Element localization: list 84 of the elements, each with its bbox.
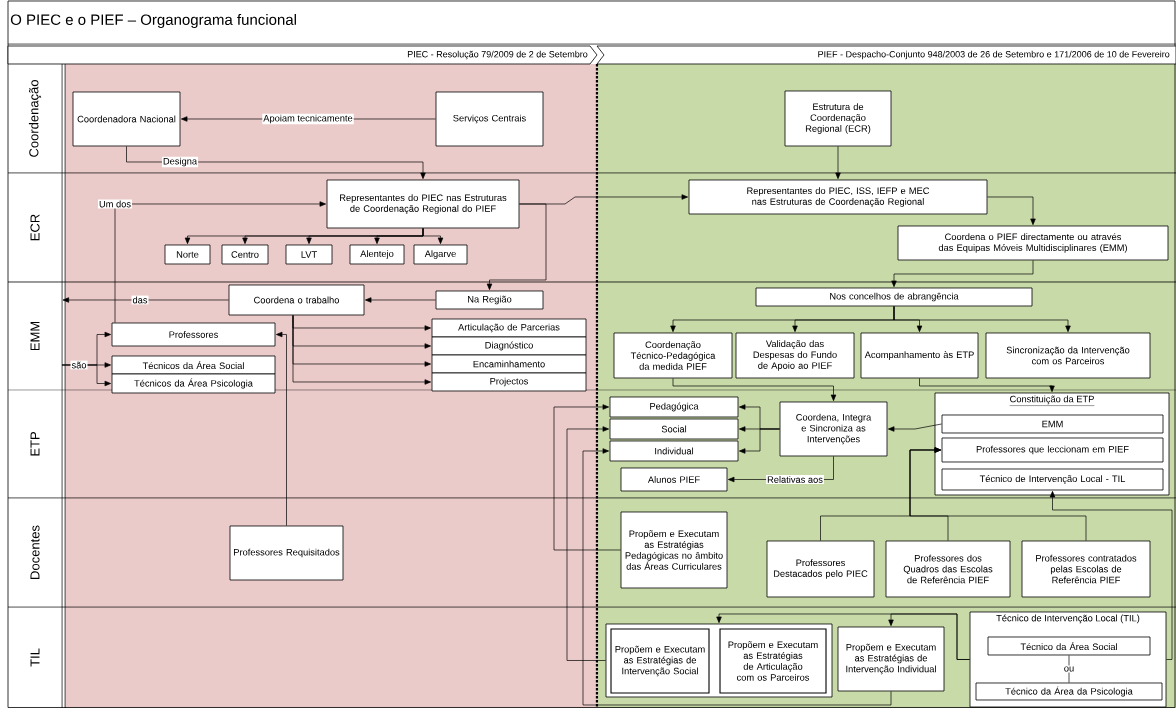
- lane-label: ETP: [30, 432, 40, 456]
- process-box: Professores contratados pelas Escolas de Referência PIEF: [1021, 540, 1151, 598]
- lane-label: Docentes: [30, 525, 40, 579]
- process-box: Encaminhamento: [431, 354, 587, 374]
- arrow: [835, 146, 841, 179]
- process-box: Na Região: [435, 290, 544, 310]
- process-box: Professores que leccionam em PIEF: [941, 437, 1164, 463]
- edge-label: Um dos: [98, 199, 133, 209]
- arrow: [893, 306, 1071, 332]
- arrow: [672, 378, 837, 401]
- arrow: [365, 297, 436, 303]
- process-box: Estrutura de Coordenação Regional (ECR): [784, 90, 892, 147]
- process-box: Técnico da Área da Psicologia: [975, 682, 1163, 701]
- edge-label: Apoiam tecnicamente: [262, 113, 354, 125]
- arrow: [739, 428, 780, 454]
- arrow: [919, 378, 1055, 392]
- process-box: Social: [609, 418, 739, 440]
- arrow: [582, 448, 892, 706]
- process-box: Propõem e Executam as Estratégias de Articulação com os Parceiros: [719, 628, 827, 694]
- arrow: [62, 297, 229, 303]
- process-box: Técnicos da Área Psicologia: [111, 373, 276, 394]
- edge-label: ou: [1062, 665, 1076, 673]
- process-box: Professores Requisitados: [229, 525, 344, 581]
- process-box: Validação das Despesas do Fundo de Apoio ao PIEF: [735, 332, 855, 379]
- arrow: [1049, 491, 1173, 660]
- lane-label: TIL: [30, 648, 40, 667]
- process-box: Norte: [164, 244, 211, 265]
- process-box: Coordenação Técnico-Pedagógica da medida PIEF: [613, 332, 733, 379]
- arrow: [61, 364, 111, 387]
- process-box: EMM: [941, 414, 1164, 434]
- process-box: Propõem e Executam as Estratégias de Intervenção Individual: [837, 626, 945, 692]
- process-box: Coordena, Integra e Sincroniza as Intervenções: [779, 401, 888, 457]
- process-box: Professores dos Quadros das Escolas de Referência PIEF: [885, 540, 1011, 598]
- process-box: Sincronização da Intervenção com os Parceiros: [985, 332, 1151, 379]
- arrow: [891, 260, 1034, 287]
- arrow: [519, 194, 688, 205]
- arrow: [553, 404, 621, 551]
- title: O PIEC e o PIEF – Organograma funcional: [10, 14, 296, 28]
- arrow: [888, 423, 942, 432]
- arrow: [114, 201, 326, 323]
- arrow: [566, 426, 609, 661]
- process-box: Técnicos da Área Social: [111, 355, 276, 375]
- process-box: Diagnóstico: [431, 336, 587, 356]
- arrow: [486, 203, 547, 290]
- process-box: Técnico de Intervenção Local - TIL: [941, 468, 1164, 491]
- arrow: [276, 331, 287, 526]
- process-box: Acompanhamento às ETP: [860, 332, 979, 379]
- process-box: Propõem e Executam as Estratégias Pedagógicas no âmbito das Áreas Curriculares: [620, 511, 728, 589]
- process-box: Coordenadora Nacional: [72, 91, 181, 147]
- process-box: Professores: [111, 322, 276, 347]
- process-box: LVT: [285, 244, 333, 265]
- process-box: Propõem e Executam as Estratégias de Intervenção Social: [610, 628, 710, 694]
- edge-label: são: [70, 360, 88, 370]
- process-box: Representantes do PIEC nas Estruturas de Coordenação Regional do PIEF: [326, 179, 520, 229]
- arrow: [292, 315, 431, 385]
- process-box: Centro: [221, 244, 269, 265]
- process-box: Articulação de Parcerias: [431, 318, 587, 338]
- lane-label: EMM: [30, 321, 40, 351]
- process-box: Individual: [609, 440, 739, 462]
- process-box: Alentejo: [349, 244, 405, 265]
- header-text: PIEF - Despacho-Conjunto 948/2003 de 26 de Setembro e 171/2006 de 10 de Fevereiro: [818, 50, 1170, 60]
- process-box: Coordena o trabalho: [228, 284, 365, 316]
- process-box: Nos concelhos de abrangência: [755, 287, 1033, 307]
- process-box: Alunos PIEF: [620, 467, 728, 492]
- process-box: Técnico da Área Social: [987, 636, 1151, 656]
- edge-label: das: [131, 295, 149, 305]
- edge-label: Relativas aos: [766, 475, 824, 484]
- arrow: [126, 146, 426, 179]
- header-text: PIEC - Resolução 79/2009 de 2 de Setembro: [407, 50, 588, 60]
- arrow: [422, 228, 444, 244]
- process-box: Projectos: [431, 372, 587, 392]
- lane-label: Coordenação: [28, 80, 42, 157]
- process-box: Coordena o PIEF directamente ou através das Equipas Móveis Multidisciplinares (EMM): [897, 225, 1169, 261]
- connector-line: [1068, 655, 1070, 683]
- arrow: [987, 196, 1036, 225]
- arrow: [909, 447, 1087, 541]
- process-box: Algarve: [413, 244, 468, 265]
- process-box: Pedagógica: [609, 396, 739, 418]
- edge-label: Designa: [161, 156, 199, 168]
- process-box: Professores Destacados pelo PIEC: [766, 540, 875, 598]
- process-box: Serviços Centrais: [435, 91, 544, 147]
- lane-label: ECR: [30, 214, 40, 241]
- process-box: Representantes do PIEC, ISS, IEFP e MEC nas Estruturas de Coordenação Regional: [688, 179, 988, 215]
- arrow: [888, 613, 970, 660]
